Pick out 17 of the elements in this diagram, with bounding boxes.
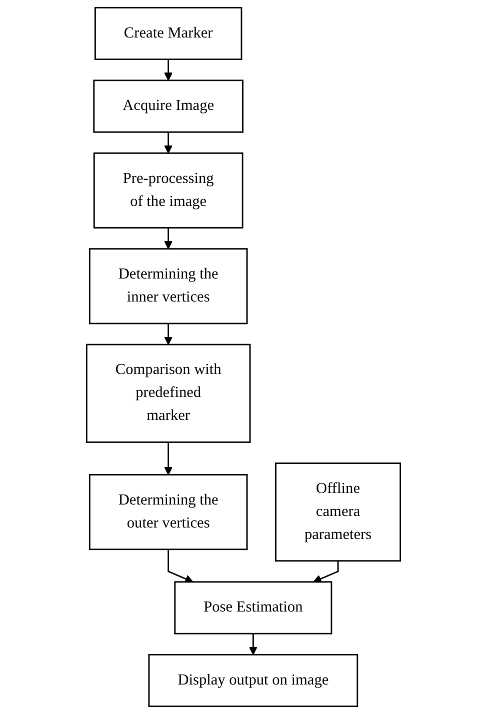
arrow [164,442,173,476]
arrow [313,560,339,583]
node-box: Offline camera parameters [275,462,402,562]
node-box: Determining the inner vertices [88,248,248,324]
arrow [248,634,258,656]
arrow [164,324,173,345]
arrow [164,132,173,154]
node-box: Pre-processing of the image [93,152,244,228]
node-box: Display output on image [148,654,358,708]
node-box: Create Marker [94,6,242,60]
arrow [164,228,173,250]
node-box: Acquire Image [93,80,244,133]
node-box: Pose Estimation [174,581,332,634]
arrow [164,59,173,81]
arrow [168,549,194,583]
node-box: Determining the outer vertices [88,474,248,550]
node-box: Comparison with predefined marker [86,344,251,443]
